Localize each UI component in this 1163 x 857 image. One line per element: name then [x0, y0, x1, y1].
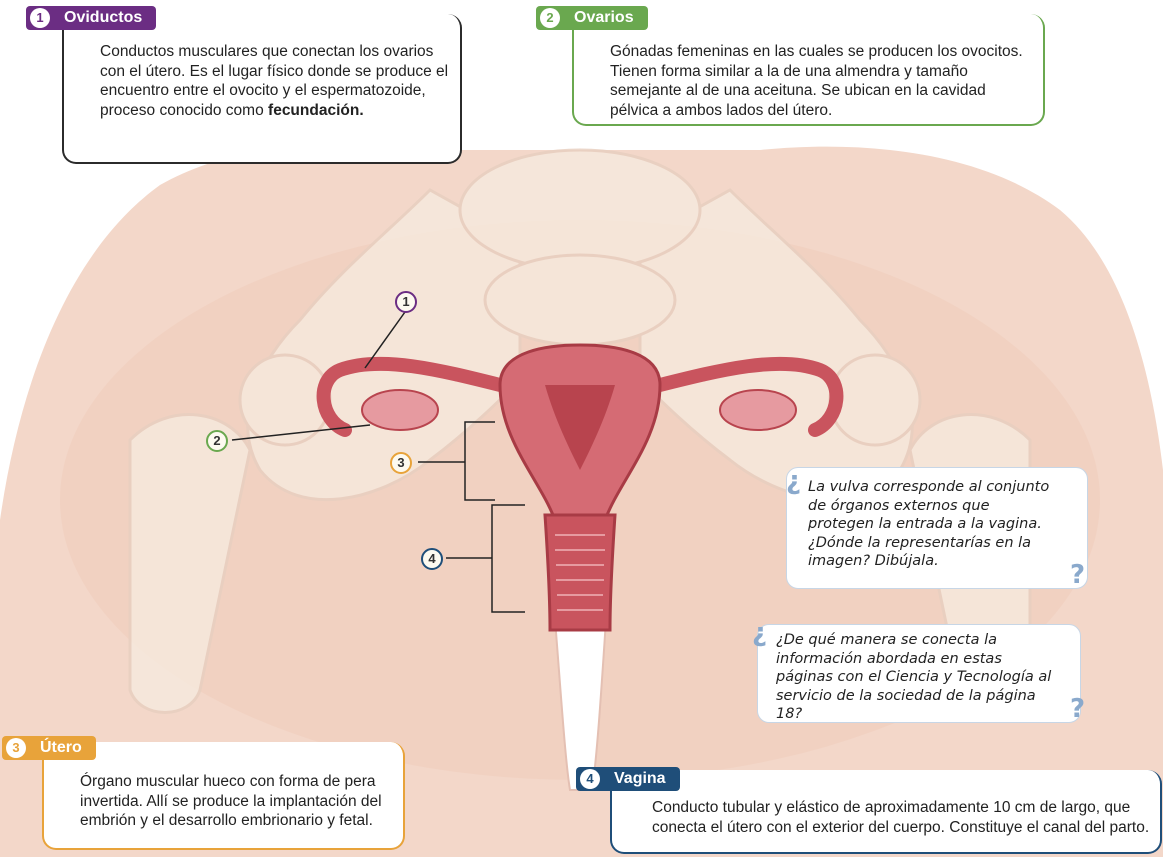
tag-number: 3	[6, 738, 26, 758]
ovary-right	[720, 390, 796, 430]
callout-4: 4	[421, 548, 443, 570]
tag-vagina: 4 Vagina	[576, 767, 680, 791]
question-close-mark: ?	[1070, 694, 1085, 724]
tag-title: Oviductos	[64, 9, 142, 26]
tag-utero: 3 Útero	[2, 736, 96, 760]
description-vagina: Conducto tubular y elástico de aproximad…	[652, 798, 1152, 837]
keyword-fecundacion: fecundación.	[268, 102, 364, 119]
description-oviductos: Conductos musculares que conectan los ov…	[100, 42, 450, 120]
tag-ovarios: 2 Ovarios	[536, 6, 648, 30]
tag-oviductos: 1 Oviductos	[26, 6, 156, 30]
callout-1: 1	[395, 291, 417, 313]
tag-title: Vagina	[614, 770, 666, 787]
tag-title: Útero	[40, 739, 82, 756]
description-utero: Órgano muscular hueco con forma de pera …	[80, 772, 398, 831]
question-text-vulva: La vulva corresponde al conjunto de órga…	[808, 478, 1053, 571]
description-ovarios: Gónadas femeninas en las cuales se produ…	[610, 42, 1038, 120]
tag-number: 2	[540, 8, 560, 28]
question-text-ciencia: ¿De qué manera se conecta la información…	[776, 631, 1058, 724]
tag-number: 4	[580, 769, 600, 789]
callout-3: 3	[390, 452, 412, 474]
tag-number: 1	[30, 8, 50, 28]
question-close-mark: ?	[1070, 560, 1085, 590]
question-open-mark: ¿	[786, 466, 801, 496]
callout-2: 2	[206, 430, 228, 452]
tag-title: Ovarios	[574, 9, 634, 26]
question-open-mark: ¿	[752, 618, 767, 648]
vagina	[545, 515, 615, 630]
ovary-left	[362, 390, 438, 430]
